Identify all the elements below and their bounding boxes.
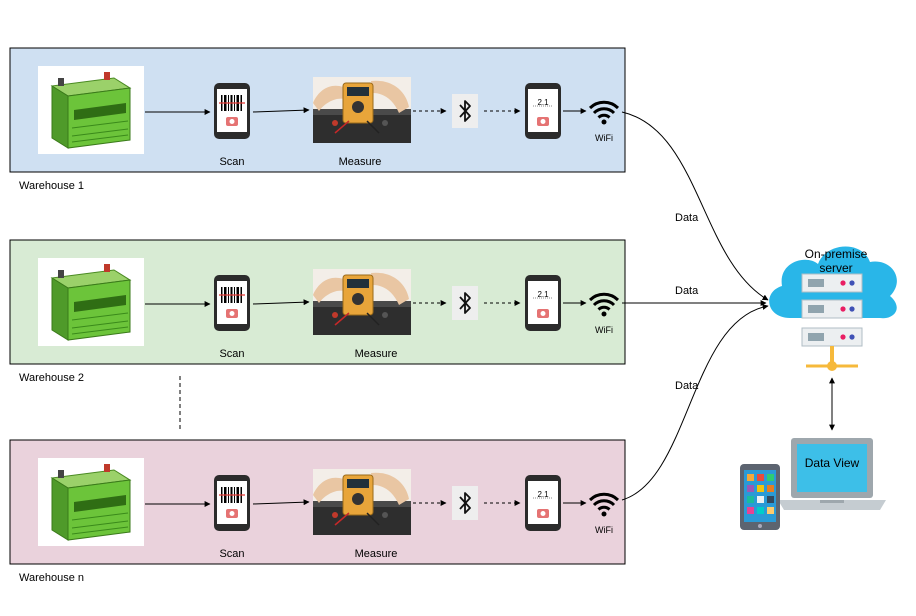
data-connection-n-label: Data: [675, 380, 699, 392]
wifi-label: WiFi: [595, 525, 613, 535]
tablet-icon: [740, 464, 780, 530]
measure-label: Measure: [339, 156, 382, 168]
bluetooth-icon: [451, 285, 479, 321]
warehouse-1-group: Warehouse 1 Scan Measure 2.1 WiFi: [9, 47, 626, 192]
data-connection-n: [621, 304, 769, 501]
bluetooth-icon: [451, 485, 479, 521]
multimeter-icon: [312, 76, 412, 144]
measure-label: Measure: [355, 548, 398, 560]
warehouse-1-label: Warehouse 1: [19, 180, 84, 192]
warehouse-2-label: Warehouse 2: [19, 372, 84, 384]
wifi-label: WiFi: [595, 325, 613, 335]
data-connection-2-label: Data: [675, 285, 699, 297]
data-connection-1: [621, 111, 769, 301]
scan-label: Scan: [219, 348, 244, 360]
wifi-label: WiFi: [595, 133, 613, 143]
server-label-line1: On-premise: [805, 247, 868, 261]
multimeter-icon: [312, 268, 412, 336]
phone-reading-icon: [524, 274, 562, 332]
scan-to-measure-arrow: [252, 499, 310, 506]
scan-label: Scan: [219, 548, 244, 560]
battery-icon: [37, 257, 145, 347]
phone-reading-value: 2.1: [537, 98, 549, 107]
warehouse-n-group: Warehouse n Scan Measure 2.1 WiFi: [9, 439, 626, 584]
phone-reading-icon: [524, 474, 562, 532]
scan-to-measure-arrow: [252, 107, 310, 114]
phone-reading-value: 2.1: [537, 290, 549, 299]
bluetooth-icon: [451, 93, 479, 129]
server-label-line2: server: [819, 261, 852, 275]
scan-to-measure-arrow: [252, 299, 310, 306]
phone-scan-icon: [213, 274, 251, 332]
server-rack-icon: [801, 273, 863, 371]
scan-label: Scan: [219, 156, 244, 168]
data-view-label: Data View: [805, 456, 860, 470]
phone-scan-icon: [213, 474, 251, 532]
battery-icon: [37, 457, 145, 547]
on-premise-server-cloud: On-premise server: [769, 246, 897, 371]
battery-icon: [37, 65, 145, 155]
phone-reading-value: 2.1: [537, 490, 549, 499]
data-connection-1-label: Data: [675, 212, 699, 224]
warehouse-n-label: Warehouse n: [19, 572, 84, 584]
measure-label: Measure: [355, 348, 398, 360]
multimeter-icon: [312, 468, 412, 536]
phone-reading-icon: [524, 82, 562, 140]
phone-scan-icon: [213, 82, 251, 140]
warehouse-2-group: Warehouse 2 Scan Measure 2.1 WiFi: [9, 239, 626, 384]
laptop-icon: [778, 438, 886, 510]
